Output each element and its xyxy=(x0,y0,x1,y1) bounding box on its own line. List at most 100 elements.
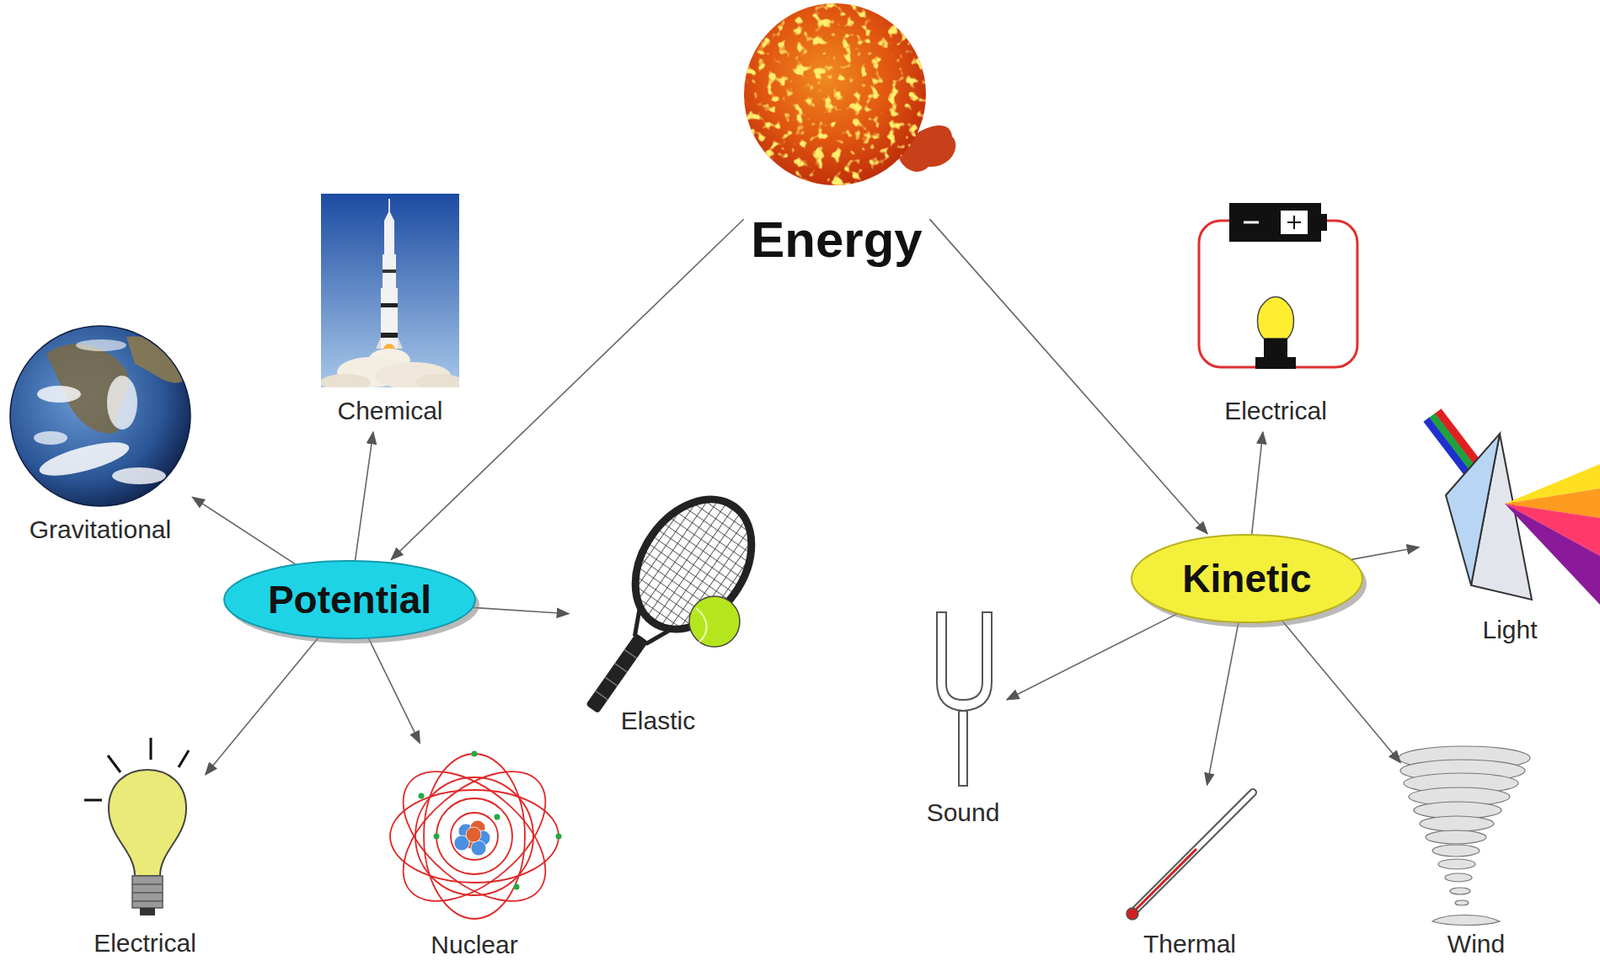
concept-ellipse: Kinetic xyxy=(1129,533,1365,625)
atom-model xyxy=(454,820,491,857)
battery-circuit xyxy=(1321,214,1328,231)
thermometer xyxy=(1133,792,1253,913)
rocket-photo xyxy=(388,198,391,213)
atom-model xyxy=(379,747,569,927)
battery-circuit xyxy=(1263,338,1288,358)
atom-model xyxy=(418,793,425,800)
atom-model xyxy=(556,834,562,841)
earth-globe xyxy=(126,336,184,384)
node-label: Gravitational xyxy=(29,514,172,546)
tornado xyxy=(1398,746,1531,926)
arrow-connector xyxy=(390,219,744,560)
rocket-photo xyxy=(321,193,460,388)
tennis-racket xyxy=(585,633,648,715)
tuning-fork xyxy=(936,612,992,712)
tennis-racket xyxy=(695,608,707,643)
arrow-connector xyxy=(1351,547,1419,561)
atom-model xyxy=(379,747,569,927)
rocket-photo xyxy=(320,193,464,391)
picture-node: Elastic xyxy=(571,499,745,740)
rocket-photo xyxy=(382,269,396,273)
tornado xyxy=(1455,900,1469,906)
arrow-connector xyxy=(472,607,569,614)
node-label: Light xyxy=(1482,615,1537,646)
atom-model xyxy=(418,751,562,891)
tornado xyxy=(1425,830,1487,845)
tornado xyxy=(1450,888,1471,895)
sun-picture xyxy=(743,3,926,186)
picture-space xyxy=(921,612,1006,798)
battery-circuit xyxy=(1287,221,1301,224)
arrow-connector xyxy=(929,219,1208,535)
energy-heading: Energy xyxy=(742,207,931,273)
atom-model xyxy=(436,798,513,875)
tuning-fork xyxy=(936,612,992,787)
node-label: Electrical xyxy=(93,928,197,959)
atom-model xyxy=(379,747,569,927)
light-bulb xyxy=(84,799,102,803)
atom-model xyxy=(450,813,498,861)
picture-space xyxy=(571,499,745,707)
thermometer xyxy=(1126,792,1253,921)
tornado xyxy=(1444,873,1472,883)
earth-globe xyxy=(37,385,81,403)
rocket-photo xyxy=(380,332,398,338)
arrow-connector xyxy=(1282,620,1402,764)
battery-circuit xyxy=(1280,210,1308,235)
thermometer xyxy=(1133,849,1197,913)
arrow-connector xyxy=(1207,622,1239,786)
picture-space xyxy=(1421,412,1599,616)
prism-light xyxy=(1426,411,1600,605)
tornado xyxy=(1438,859,1476,870)
node-label: Thermal xyxy=(1143,929,1237,960)
light-bulb xyxy=(139,908,156,916)
arrow-connector xyxy=(354,432,373,562)
picture-node: Chemical xyxy=(321,193,460,430)
picture-space xyxy=(321,193,460,396)
atom-model xyxy=(433,834,440,841)
node-label: Nuclear xyxy=(430,930,518,961)
earth-globe xyxy=(112,467,166,485)
node-label: Elastic xyxy=(620,706,696,737)
rocket-photo xyxy=(321,193,460,388)
picture-node: Sound xyxy=(921,612,1006,832)
picture-node: Gravitational xyxy=(10,326,191,549)
tennis-racket xyxy=(595,649,637,700)
atom-model xyxy=(465,827,482,843)
atom-model xyxy=(471,751,478,758)
light-bulb xyxy=(108,770,187,877)
tornado xyxy=(1432,915,1500,926)
atom-model xyxy=(494,814,501,821)
tennis-racket xyxy=(550,477,776,739)
node-label: Electrical xyxy=(1224,395,1328,427)
picture-space xyxy=(1402,744,1551,930)
node-label: Kinetic xyxy=(1182,556,1312,602)
tennis-racket xyxy=(611,477,776,652)
picture-node: Thermal xyxy=(1126,787,1253,964)
earth-globe xyxy=(75,339,127,352)
atom-model xyxy=(415,777,534,896)
picture-space xyxy=(10,326,191,515)
node-label: Wind xyxy=(1447,929,1505,960)
node-label: Potential xyxy=(267,577,432,623)
battery-circuit xyxy=(1243,221,1259,225)
tennis-racket xyxy=(689,596,740,648)
earth-globe xyxy=(107,375,138,430)
prism-light xyxy=(1504,503,1600,605)
picture-node: Electrical xyxy=(1193,198,1358,430)
tuning-fork xyxy=(958,711,968,787)
earth-globe xyxy=(33,431,68,445)
concept-ellipse: Potential xyxy=(222,559,477,641)
battery-circuit xyxy=(1198,220,1358,368)
picture-node: Electrical xyxy=(85,734,204,963)
picture-space xyxy=(1193,198,1358,396)
rocket-photo xyxy=(384,220,395,255)
rocket-photo xyxy=(384,210,395,221)
atom-model xyxy=(513,884,520,891)
arrow-connector xyxy=(1252,432,1263,536)
picture-space xyxy=(1126,787,1253,930)
light-bulb xyxy=(149,738,153,760)
picture-node: Light xyxy=(1421,412,1599,649)
